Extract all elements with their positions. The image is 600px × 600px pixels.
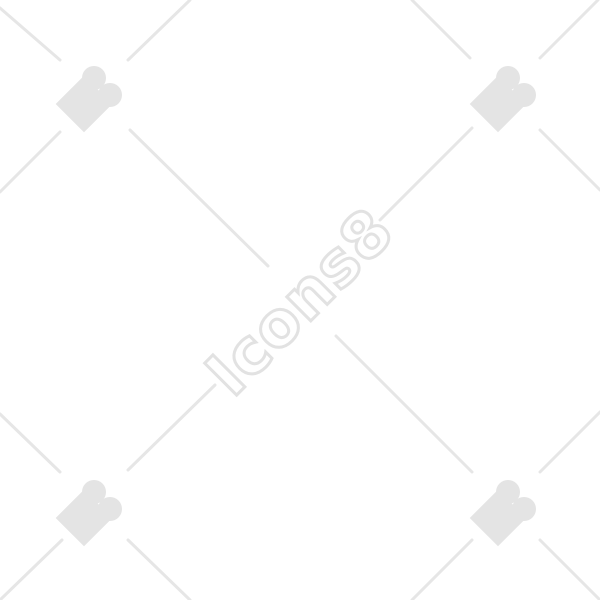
- icons8-logo-icon: [469, 66, 536, 133]
- icons8-logo-icon: [469, 480, 536, 547]
- icons8-logo-icon: [55, 480, 122, 547]
- icons8-logo-icon: [55, 66, 122, 133]
